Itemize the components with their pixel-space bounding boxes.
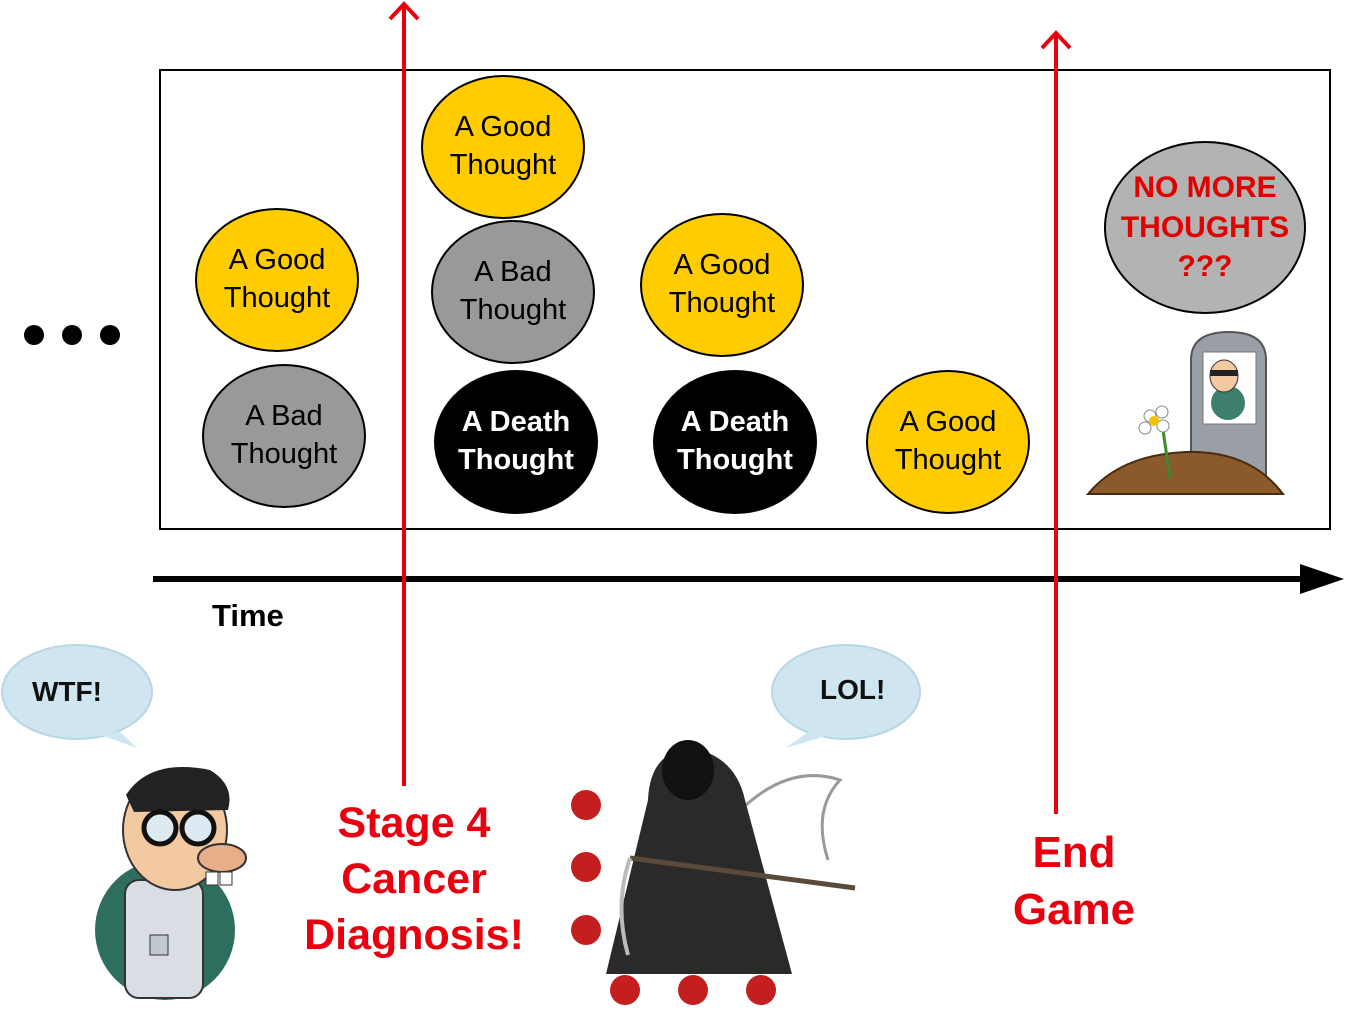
- bubble-label: A Bad Thought: [230, 400, 338, 470]
- end-game-label: End Game: [1012, 828, 1136, 935]
- bubble-label: A Good Thought: [223, 244, 331, 314]
- ellipsis-dot: [24, 325, 44, 345]
- diagnosis-label: Stage 4 Cancer Diagnosis!: [304, 799, 524, 959]
- diagnosis-arrow: [388, 1, 420, 786]
- no-more-thoughts-bubble: NO MORE THOUGHTS ???: [1104, 141, 1306, 314]
- bubble-label: A Good Thought: [449, 111, 557, 181]
- bubble-label: A Bad Thought: [459, 256, 567, 326]
- bubble-label: NO MORE THOUGHTS ???: [1120, 171, 1290, 284]
- speech-bubble-right: [771, 644, 921, 748]
- bubble-label: A Good Thought: [894, 406, 1002, 476]
- good-thought-bubble: A Good Thought: [640, 213, 804, 357]
- ellipsis-dot: [100, 325, 120, 345]
- death-thought-bubble: A Death Thought: [653, 370, 817, 514]
- gravestone-icon: [1085, 330, 1286, 495]
- wtf-speech-text: WTF!: [32, 676, 102, 707]
- bad-thought-bubble: A Bad Thought: [431, 220, 595, 364]
- time-axis-arrow: [153, 564, 1344, 594]
- grim-reaper-icon: [571, 740, 856, 1005]
- bubble-label: A Good Thought: [668, 249, 776, 319]
- good-thought-bubble: A Good Thought: [195, 208, 359, 352]
- end-game-arrow: [1040, 30, 1072, 814]
- bubble-label: A Death Thought: [458, 406, 574, 476]
- time-axis-label: Time: [212, 598, 284, 633]
- death-thought-bubble: A Death Thought: [434, 370, 598, 514]
- good-thought-bubble: A Good Thought: [421, 75, 585, 219]
- ellipsis-dot: [62, 325, 82, 345]
- lol-speech-text: LOL!: [820, 674, 886, 705]
- bubble-label: A Death Thought: [677, 406, 793, 476]
- nerd-character-icon: [95, 767, 247, 1000]
- good-thought-bubble: A Good Thought: [866, 370, 1030, 514]
- speech-bubble-left: [1, 644, 153, 748]
- bad-thought-bubble: A Bad Thought: [202, 364, 366, 508]
